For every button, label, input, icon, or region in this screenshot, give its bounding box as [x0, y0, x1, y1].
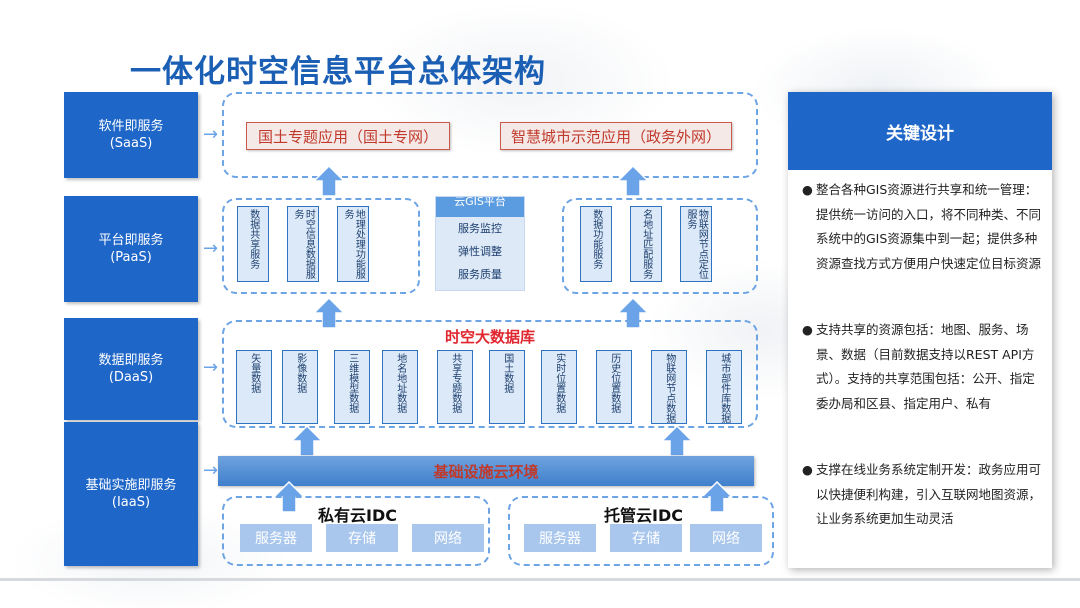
- app-land-theme: 国土专题应用（国土专网）: [246, 122, 450, 150]
- private-idc-storage: 存储: [326, 524, 398, 552]
- hosted-idc-server: 服务器: [524, 524, 596, 552]
- paas-item: 地理处理功能服务: [337, 206, 369, 282]
- saas-connector-arrow: →: [203, 124, 219, 145]
- bottom-divider: [0, 578, 1080, 581]
- paas-left-region: [222, 198, 420, 294]
- hosted-idc-storage: 存储: [610, 524, 682, 552]
- database-item: 矢量数据: [236, 350, 272, 424]
- database-item: 城市部件库数据: [706, 350, 742, 424]
- layer-daas: 数据即服务 (DaaS): [64, 318, 198, 420]
- cloud-gis-title: 云GIS平台: [436, 197, 524, 217]
- cloud-environment-bar: 基础设施云环境: [218, 456, 754, 486]
- paas-right-region: [562, 198, 758, 294]
- bullet-dot-icon: ●: [802, 182, 813, 197]
- page-title: 一体化时空信息平台总体架构: [130, 54, 546, 90]
- private-idc-network: 网络: [412, 524, 484, 552]
- database-title: 时空大数据库: [444, 328, 535, 346]
- private-idc-server: 服务器: [240, 524, 312, 552]
- database-item: 影像数据: [282, 350, 318, 424]
- layer-paas-label: 平台即服务 (PaaS): [98, 233, 164, 265]
- gis-elastic-adjust: 弹性调整: [458, 245, 502, 258]
- up-arrow-icon: [312, 164, 346, 197]
- private-idc-region: [222, 496, 490, 566]
- daas-connector-arrow: →: [203, 357, 219, 378]
- layer-iaas: 基础实施即服务 (IaaS): [64, 422, 198, 566]
- paas-item: 时空信息数据服务: [287, 206, 319, 282]
- database-item: 物联网节点数据: [651, 350, 687, 424]
- key-design-title: 关键设计: [788, 92, 1052, 170]
- database-item: 国土数据: [489, 350, 525, 424]
- paas-item: 名地址匹配服务: [630, 206, 662, 282]
- layer-iaas-label: 基础实施即服务 (IaaS): [85, 478, 177, 510]
- database-item: 地名地址数据: [382, 350, 418, 424]
- database-region: [222, 320, 758, 428]
- gis-service-quality: 服务质量: [458, 268, 502, 281]
- layer-saas: 软件即服务 (SaaS): [64, 92, 198, 178]
- database-item: 共享专题数据: [437, 350, 473, 424]
- paas-item: 数据功能服务: [580, 206, 612, 282]
- up-arrow-icon: [616, 164, 650, 197]
- up-arrow-icon: [312, 296, 346, 329]
- gis-service-monitor: 服务监控: [458, 222, 502, 235]
- bullet-item: ●整合各种GIS资源进行共享和统一管理：提供统一访问的入口，将不同种类、不同系统…: [802, 178, 1046, 276]
- key-design-panel: 关键设计 ●整合各种GIS资源进行共享和统一管理：提供统一访问的入口，将不同种类…: [788, 92, 1052, 568]
- app-smart-city: 智慧城市示范应用（政务外网）: [500, 122, 732, 150]
- cloud-gis-platform: 云GIS平台 服务监控 弹性调整 服务质量: [435, 196, 525, 291]
- paas-connector-arrow: →: [203, 238, 219, 259]
- bullet-dot-icon: ●: [802, 462, 813, 477]
- up-arrow-icon: [290, 424, 324, 457]
- paas-item: 物联网节点定位服务: [680, 206, 712, 282]
- layer-daas-label: 数据即服务 (DaaS): [98, 353, 164, 385]
- iaas-connector-arrow: →: [203, 460, 219, 481]
- database-item: 三维模型数据: [334, 350, 370, 424]
- layer-paas: 平台即服务 (PaaS): [64, 196, 198, 302]
- bullet-item: ●支持共享的资源包括：地图、服务、场景、数据（目前数据支持以REST API方式…: [802, 318, 1046, 416]
- up-arrow-icon: [660, 424, 694, 457]
- database-item: 历史位置数据: [596, 350, 632, 424]
- database-item: 实时位置数据: [541, 350, 577, 424]
- bullet-dot-icon: ●: [802, 322, 813, 337]
- up-arrow-icon: [616, 296, 650, 329]
- hosted-idc-network: 网络: [690, 524, 762, 552]
- layer-saas-label: 软件即服务 (SaaS): [98, 119, 164, 151]
- paas-item: 数据共享服务: [237, 206, 269, 282]
- bullet-item: ●支撑在线业务系统定制开发：政务应用可以快捷便利构建，引入互联网地图资源，让业务…: [802, 458, 1046, 532]
- hosted-idc-region: [508, 496, 774, 566]
- hosted-idc-label: 托管云IDC: [604, 506, 683, 525]
- private-idc-label: 私有云IDC: [318, 506, 397, 525]
- saas-region: [222, 92, 758, 178]
